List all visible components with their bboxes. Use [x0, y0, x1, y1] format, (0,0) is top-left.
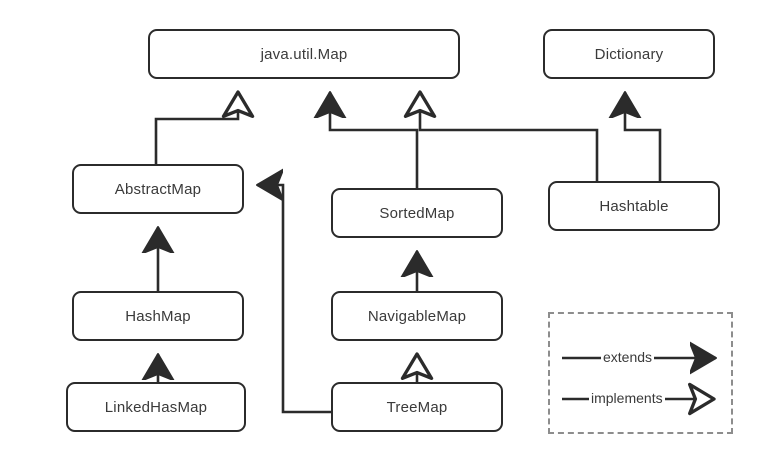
- edge-treemap-extends-abstractmap: [257, 185, 331, 414]
- edge-abstractmap-implements-map: [154, 90, 255, 164]
- legend-extends-label: extends: [601, 349, 655, 365]
- legend-panel: [548, 312, 733, 434]
- class-label: java.util.Map: [260, 45, 348, 63]
- class-box-sorted-map[interactable]: SortedMap: [331, 188, 503, 238]
- class-label: TreeMap: [386, 398, 448, 416]
- class-box-hashtable[interactable]: Hashtable: [548, 181, 720, 231]
- class-label: Hashtable: [599, 197, 669, 215]
- class-box-hash-map[interactable]: HashMap: [72, 291, 244, 341]
- class-box-tree-map[interactable]: TreeMap: [331, 382, 503, 432]
- class-label: NavigableMap: [367, 307, 467, 325]
- class-label: SortedMap: [379, 204, 455, 222]
- class-label: HashMap: [125, 307, 191, 325]
- legend-implements-label: implements: [589, 390, 665, 406]
- class-label: LinkedHasMap: [104, 398, 208, 416]
- class-box-linked-has-map[interactable]: LinkedHasMap: [66, 382, 246, 432]
- class-box-dictionary[interactable]: Dictionary: [543, 29, 715, 79]
- edge-hashtable-implements-map: [403, 90, 599, 181]
- class-box-navigable-map[interactable]: NavigableMap: [331, 291, 503, 341]
- edge-sortedmap-extends-map: [330, 92, 419, 188]
- class-label: AbstractMap: [114, 180, 202, 198]
- class-box-abstract-map[interactable]: AbstractMap: [72, 164, 244, 214]
- class-label: Dictionary: [594, 45, 664, 63]
- edge-hashtable-extends-dictionary: [625, 92, 662, 181]
- class-box-java-util-map[interactable]: java.util.Map: [148, 29, 460, 79]
